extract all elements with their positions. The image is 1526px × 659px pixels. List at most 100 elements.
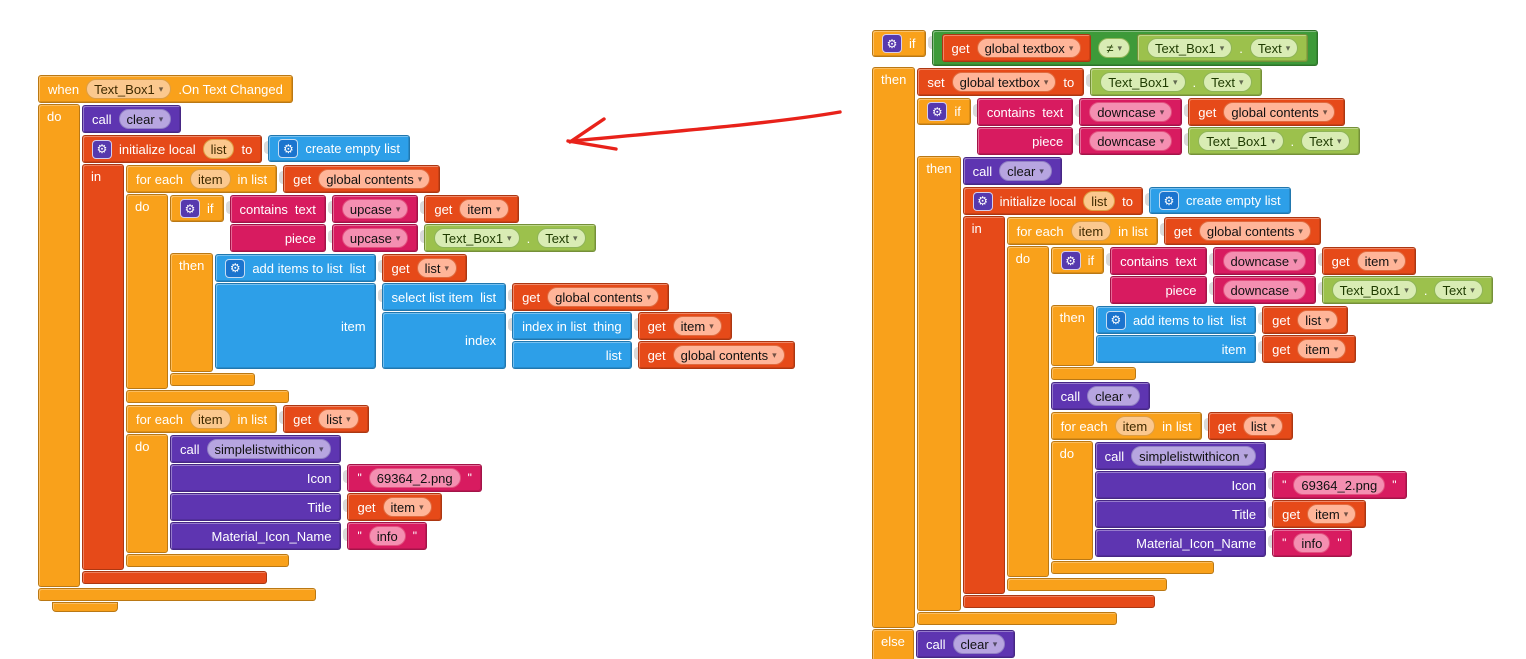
- mutator-gear-icon[interactable]: ⚙: [180, 199, 200, 218]
- text-field[interactable]: item: [1070, 221, 1112, 241]
- property-getter-block[interactable]: Text_Box1▾.Text▾: [1188, 127, 1360, 155]
- dropdown-field[interactable]: simplelistwithicon▾: [206, 439, 332, 459]
- dropdown-field[interactable]: clear▾: [118, 109, 172, 129]
- dropdown-field[interactable]: global contents▾: [672, 345, 785, 365]
- mutator-gear-icon[interactable]: ⚙: [1060, 251, 1081, 270]
- dropdown-field[interactable]: ≠▾: [1098, 38, 1131, 58]
- dropdown-field[interactable]: downcase▾: [1089, 102, 1173, 122]
- create-empty-list-block[interactable]: ⚙create empty list: [268, 135, 410, 162]
- dropdown-field[interactable]: item▾: [382, 497, 432, 517]
- text-field[interactable]: 69364_2.png: [368, 468, 461, 488]
- property-getter-block[interactable]: Text_Box1▾.Text▾: [424, 224, 596, 252]
- mutator-gear-icon[interactable]: ⚙: [972, 191, 993, 211]
- mutator-gear-icon[interactable]: ⚙: [225, 258, 246, 278]
- dropdown-field[interactable]: upcase▾: [341, 199, 409, 219]
- dropdown-field[interactable]: Text▾: [1301, 131, 1350, 151]
- dropdown-field[interactable]: global contents▾: [547, 287, 660, 307]
- dropdown-field[interactable]: Text▾: [537, 228, 586, 248]
- dropdown-field[interactable]: Text_Box1▾: [1198, 131, 1284, 151]
- text-field[interactable]: info: [1293, 533, 1331, 553]
- string-block[interactable]: "info": [1272, 529, 1352, 557]
- dropdown-field[interactable]: Text▾: [1203, 72, 1252, 92]
- dropdown-field[interactable]: item▾: [1356, 251, 1406, 271]
- text-field[interactable]: list: [202, 139, 235, 159]
- text-field[interactable]: info: [368, 526, 406, 546]
- property-getter-block[interactable]: Text_Box1▾.Text▾: [1137, 34, 1309, 62]
- mutator-gear-icon[interactable]: ⚙: [92, 139, 112, 159]
- property-getter-block[interactable]: Text_Box1▾.Text▾: [1090, 68, 1262, 96]
- dropdown-field[interactable]: global textbox▾: [951, 72, 1057, 92]
- text-case-block[interactable]: upcase▾Text_Box1▾.Text▾: [331, 224, 596, 252]
- string-block[interactable]: "69364_2.png": [347, 464, 482, 492]
- dropdown-field[interactable]: simplelistwithicon▾: [1131, 446, 1257, 466]
- text-field[interactable]: item: [1114, 416, 1156, 436]
- text-field[interactable]: item: [189, 409, 231, 429]
- dropdown-field[interactable]: item▾: [459, 199, 509, 219]
- dropdown-field[interactable]: global contents▾: [1198, 221, 1311, 241]
- dropdown-field[interactable]: Text_Box1▾: [1100, 72, 1186, 92]
- dropdown-field[interactable]: Text_Box1▾: [1331, 280, 1417, 300]
- mutator-gear-icon[interactable]: ⚙: [1105, 310, 1126, 330]
- dropdown-field[interactable]: list▾: [416, 258, 458, 278]
- dropdown-field[interactable]: Text_Box1▾: [86, 79, 172, 99]
- dropdown-field[interactable]: global contents▾: [318, 169, 431, 189]
- dropdown-field[interactable]: downcase▾: [1222, 280, 1306, 300]
- mutator-gear-icon[interactable]: ⚙: [278, 139, 299, 158]
- dropdown-field[interactable]: global contents▾: [1223, 102, 1336, 122]
- string-block[interactable]: "69364_2.png": [1272, 471, 1407, 499]
- dropdown-field[interactable]: Text_Box1▾: [1147, 38, 1233, 58]
- dropdown-field[interactable]: list▾: [1242, 416, 1284, 436]
- dropdown-field[interactable]: clear▾: [1087, 386, 1140, 406]
- mutator-gear-icon[interactable]: ⚙: [882, 34, 902, 53]
- text-case-block[interactable]: downcase▾Text_Box1▾.Text▾: [1079, 127, 1360, 155]
- dropdown-field[interactable]: clear▾: [999, 161, 1052, 181]
- dropdown-field[interactable]: item▾: [672, 316, 722, 336]
- text-field[interactable]: 69364_2.png: [1293, 475, 1386, 495]
- string-block[interactable]: "info": [347, 522, 427, 550]
- dropdown-field[interactable]: clear▾: [952, 634, 1006, 654]
- dropdown-field[interactable]: Text▾: [1249, 38, 1299, 58]
